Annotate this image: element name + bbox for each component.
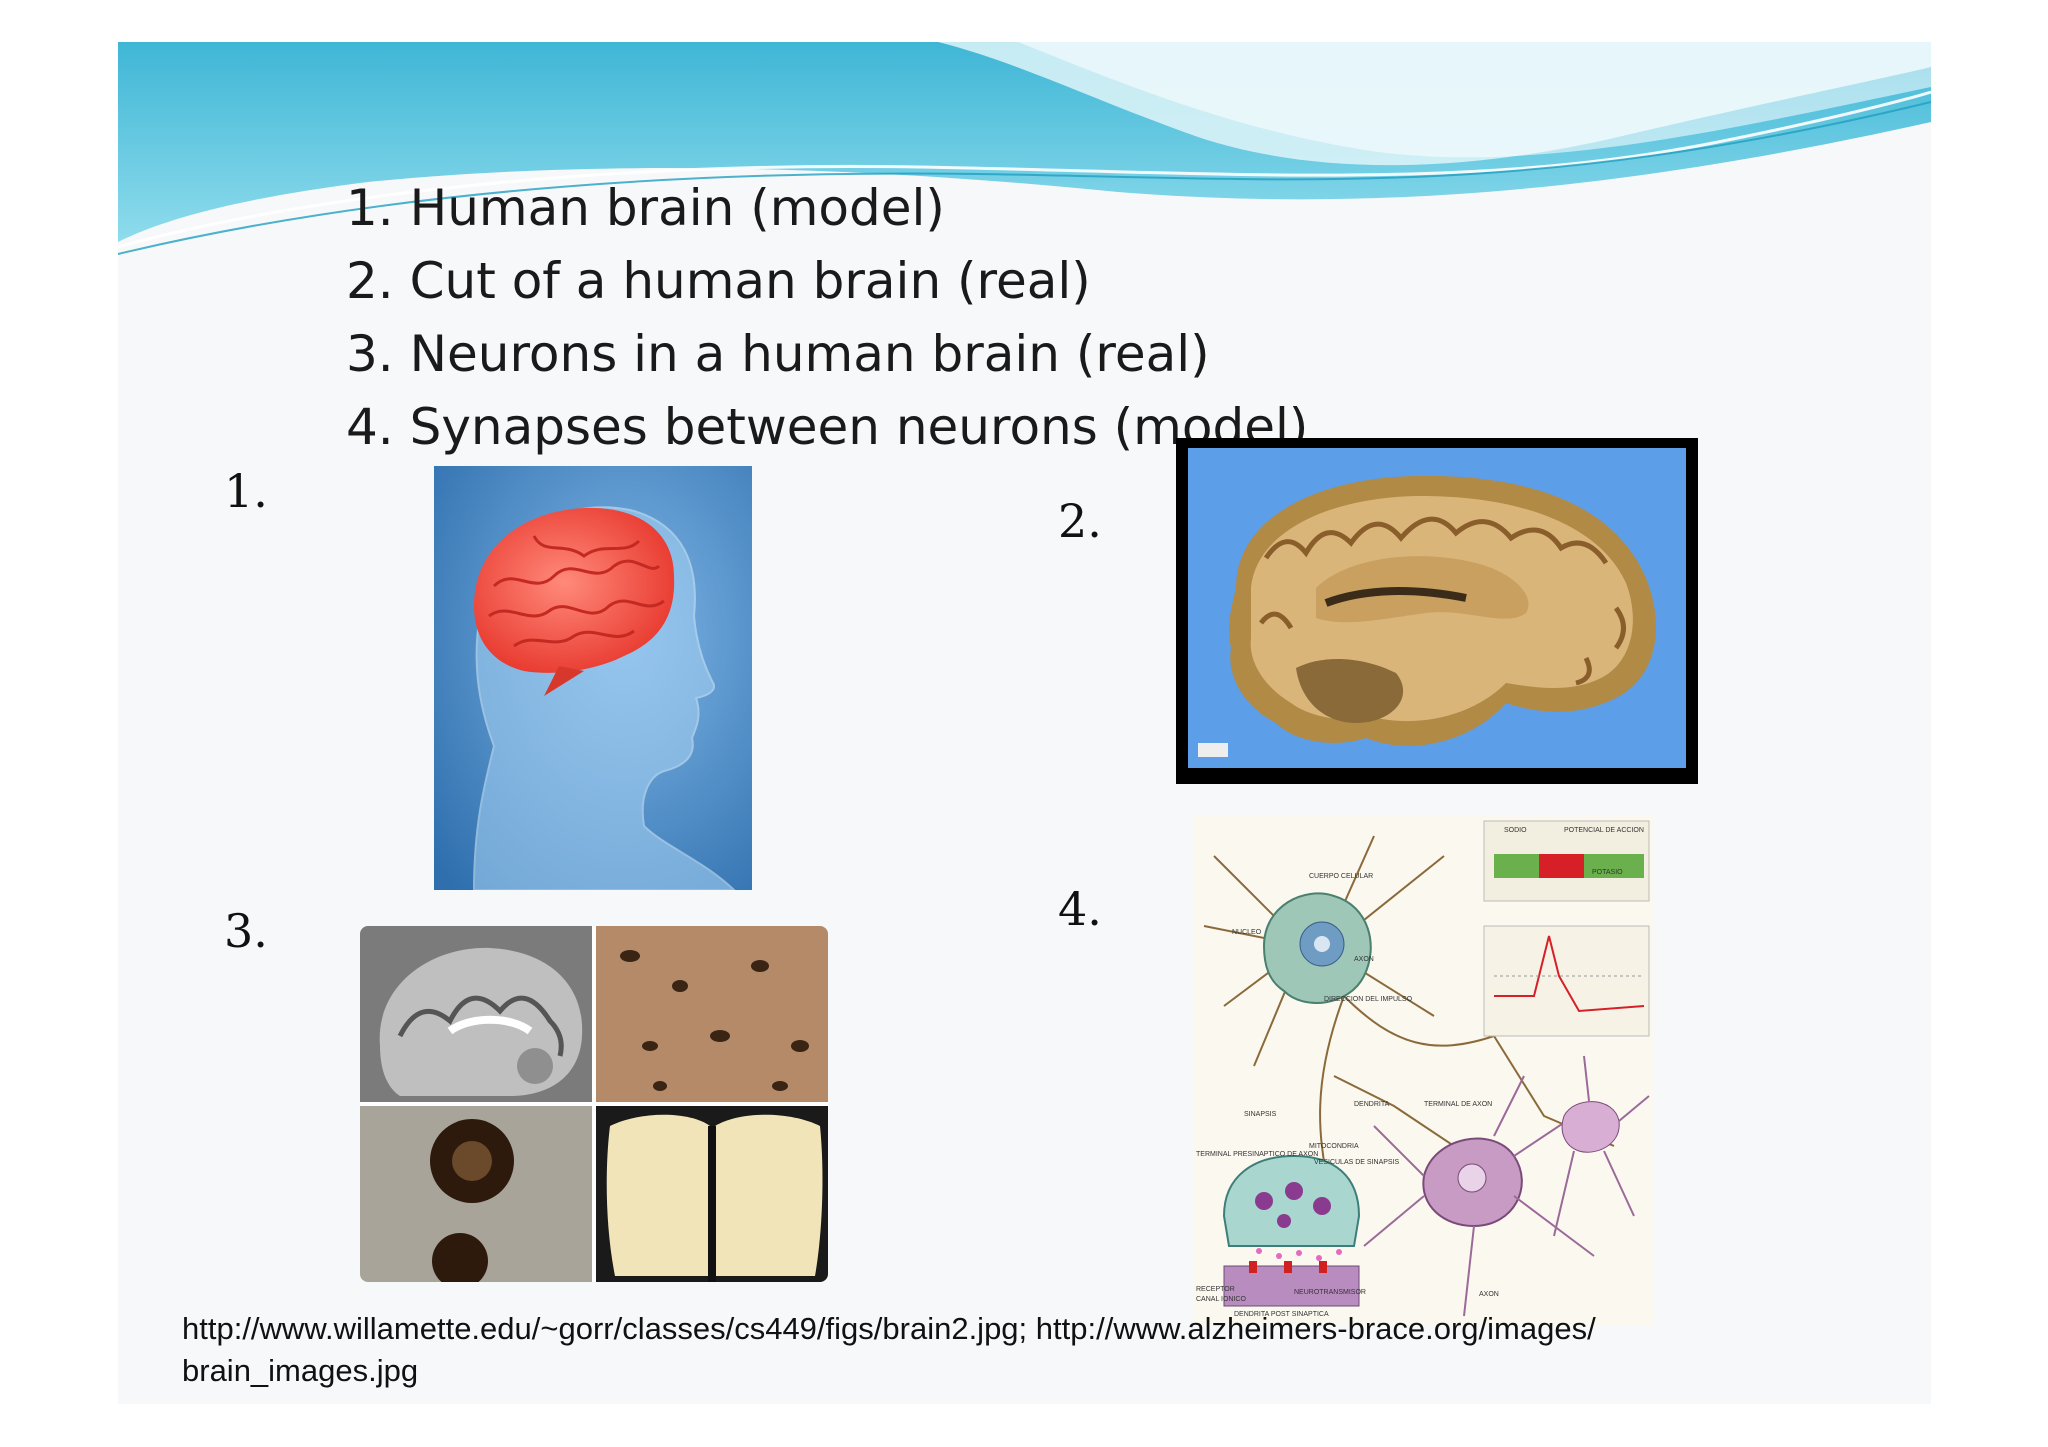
image-number-4: 4.: [1058, 882, 1102, 936]
label-nucleo: NUCLEO: [1232, 929, 1262, 936]
label-axon: AXON: [1354, 956, 1374, 963]
image-number-3: 3.: [224, 904, 268, 958]
label-axon-2: AXON: [1479, 1291, 1499, 1298]
label-mitocondria: MITOCONDRIA: [1309, 1143, 1359, 1150]
list-item: 4. Synapses between neurons (model): [346, 398, 1309, 456]
label-potasio: POTASIO: [1592, 869, 1623, 876]
list-item: 1. Human brain (model): [346, 179, 945, 237]
label-cuerpo-celular: CUERPO CELULAR: [1309, 873, 1373, 880]
label-receptor: RECEPTOR: [1196, 1286, 1235, 1293]
source-line: http://www.willamette.edu/~gorr/classes/…: [182, 1311, 1596, 1346]
neurons-collage-image: [360, 926, 828, 1282]
image-number-2: 2.: [1058, 494, 1102, 548]
label-dendrita-post: DENDRITA POST SINAPTICA: [1234, 1311, 1329, 1318]
header-wave-decoration: [118, 42, 1931, 255]
slide: 1. Human brain (model) 2. Cut of a human…: [118, 42, 1931, 1404]
synapse-diagram-image: SODIO POTENCIAL DE ACCION POTASIO CUERPO…: [1194, 816, 1654, 1326]
source-line: brain_images.jpg: [182, 1353, 419, 1388]
image-source-citation: http://www.willamette.edu/~gorr/classes/…: [182, 1308, 1882, 1392]
brain-cut-photo-image: [1176, 438, 1698, 784]
human-brain-model-image: [434, 466, 752, 890]
label-canal-ionico: CANAL IONICO: [1196, 1296, 1246, 1303]
label-terminal-presinaptico: TERMINAL PRESINAPTICO DE AXON: [1196, 1151, 1318, 1158]
label-dendrita: DENDRITA: [1354, 1101, 1390, 1108]
label-direccion: DIRECCION DEL IMPULSO: [1324, 996, 1413, 1003]
label-sodio: SODIO: [1504, 827, 1527, 834]
content-list: 1. Human brain (model) 2. Cut of a human…: [346, 172, 1308, 464]
label-terminal-axon: TERMINAL DE AXON: [1424, 1101, 1492, 1108]
label-sinapsis: SINAPSIS: [1244, 1111, 1277, 1118]
label-neurotransmisor: NEUROTRANSMISOR: [1294, 1289, 1366, 1296]
list-item: 3. Neurons in a human brain (real): [346, 325, 1210, 383]
list-item: 2. Cut of a human brain (real): [346, 252, 1091, 310]
label-vesiculas: VESICULAS DE SINAPSIS: [1314, 1159, 1400, 1166]
label-potencial-accion: POTENCIAL DE ACCION: [1564, 827, 1644, 834]
image-number-1: 1.: [224, 464, 268, 518]
